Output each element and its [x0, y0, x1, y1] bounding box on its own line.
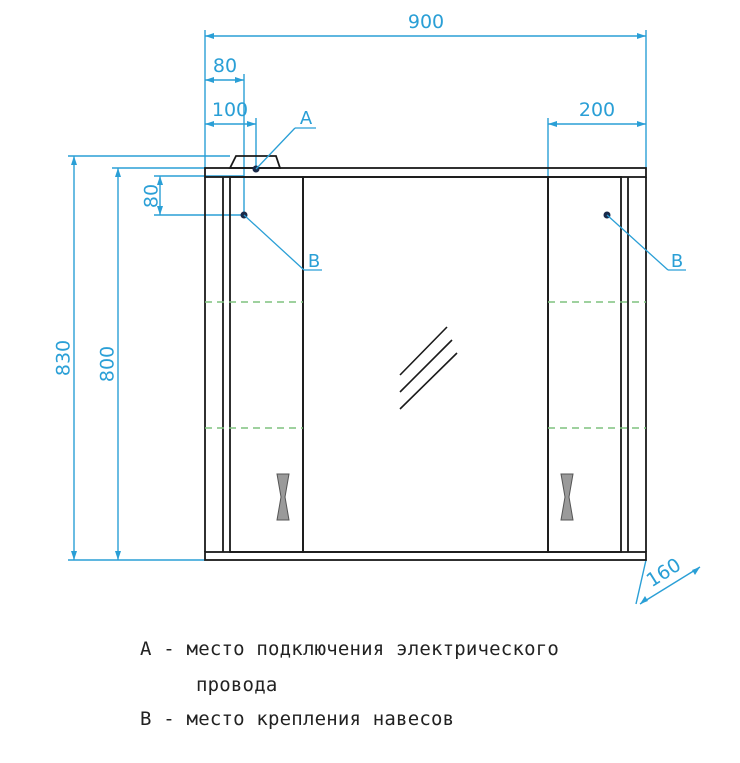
dim-160-label: 160 [643, 554, 685, 592]
door-handles [276, 473, 574, 521]
top-panel [204, 167, 647, 178]
dim-900-label: 900 [408, 11, 444, 33]
legend-line-b: B - место крепления навесов [140, 708, 455, 730]
dim-80-label: 80 [213, 55, 237, 77]
dim-v80-label: 80 [141, 184, 163, 208]
bottom-panel [204, 551, 647, 561]
callout-a-label: A [300, 108, 313, 129]
left-door [229, 176, 304, 553]
shelves [205, 301, 646, 429]
mount-points [240, 165, 611, 219]
dim-100-label: 100 [212, 99, 248, 121]
dim-830-label: 830 [53, 340, 75, 376]
center-mirror [302, 176, 549, 553]
right-door [547, 176, 622, 553]
legend-line-a: A - место подключения электрического [140, 638, 560, 660]
callout-b-left-label: B [308, 251, 320, 272]
callout-leaders [243, 127, 686, 271]
light-fixture [228, 155, 282, 169]
legend-line-a-cont: провода [196, 674, 278, 696]
right-door-handle [560, 473, 574, 521]
leader-b-right [606, 214, 669, 271]
left-door-handle [276, 473, 290, 521]
dim-160-line [639, 566, 701, 605]
dim-200-label: 200 [579, 99, 615, 121]
cabinet-body [204, 155, 647, 561]
mirror-reflection [399, 326, 458, 410]
leader-b-left [243, 214, 305, 271]
dim-160-ext-1 [635, 559, 647, 605]
dimension-arrows [71, 33, 700, 604]
callout-b-right-label: B [671, 251, 683, 272]
leader-a [255, 127, 296, 170]
dim-800-label: 800 [97, 346, 119, 382]
